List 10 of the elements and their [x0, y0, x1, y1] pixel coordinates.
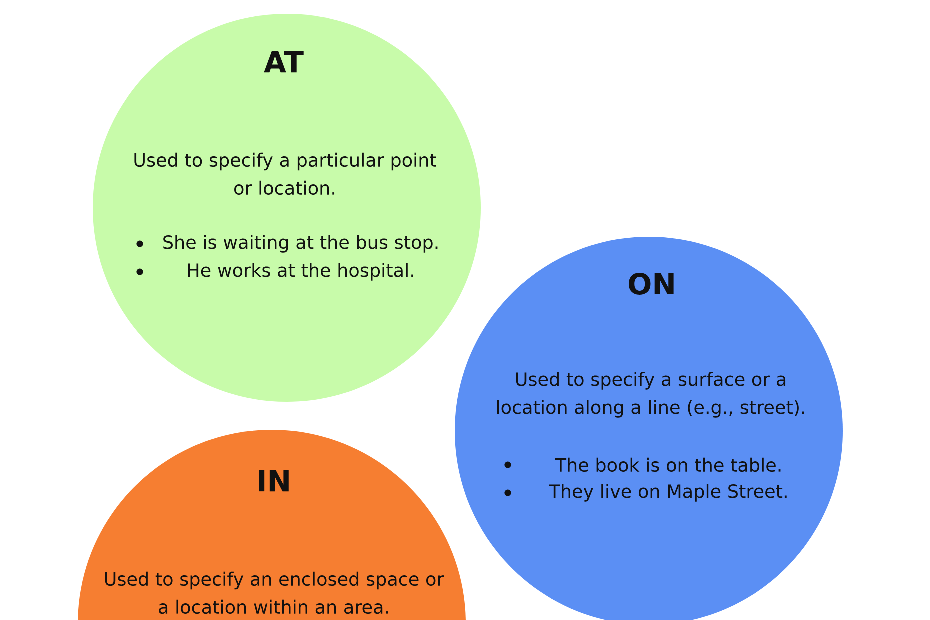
example-sentence: She is waiting at the bus stop.: [164, 235, 438, 253]
example-sentence: He works at the hospital.: [188, 263, 414, 281]
description: Used to specify an enclosed space or a location within an area.: [105, 572, 444, 614]
description: Used to specify a particular point or location.: [134, 152, 436, 196]
heading: IN: [259, 470, 289, 492]
example-sentence: The book is on the table.: [555, 458, 781, 472]
heading: AT: [264, 51, 304, 73]
heading: ON: [628, 273, 674, 295]
description: Used to specify a surface or a location along a line (e.g., street).: [497, 372, 804, 418]
example-sentence: They live on Maple Street.: [549, 484, 787, 502]
